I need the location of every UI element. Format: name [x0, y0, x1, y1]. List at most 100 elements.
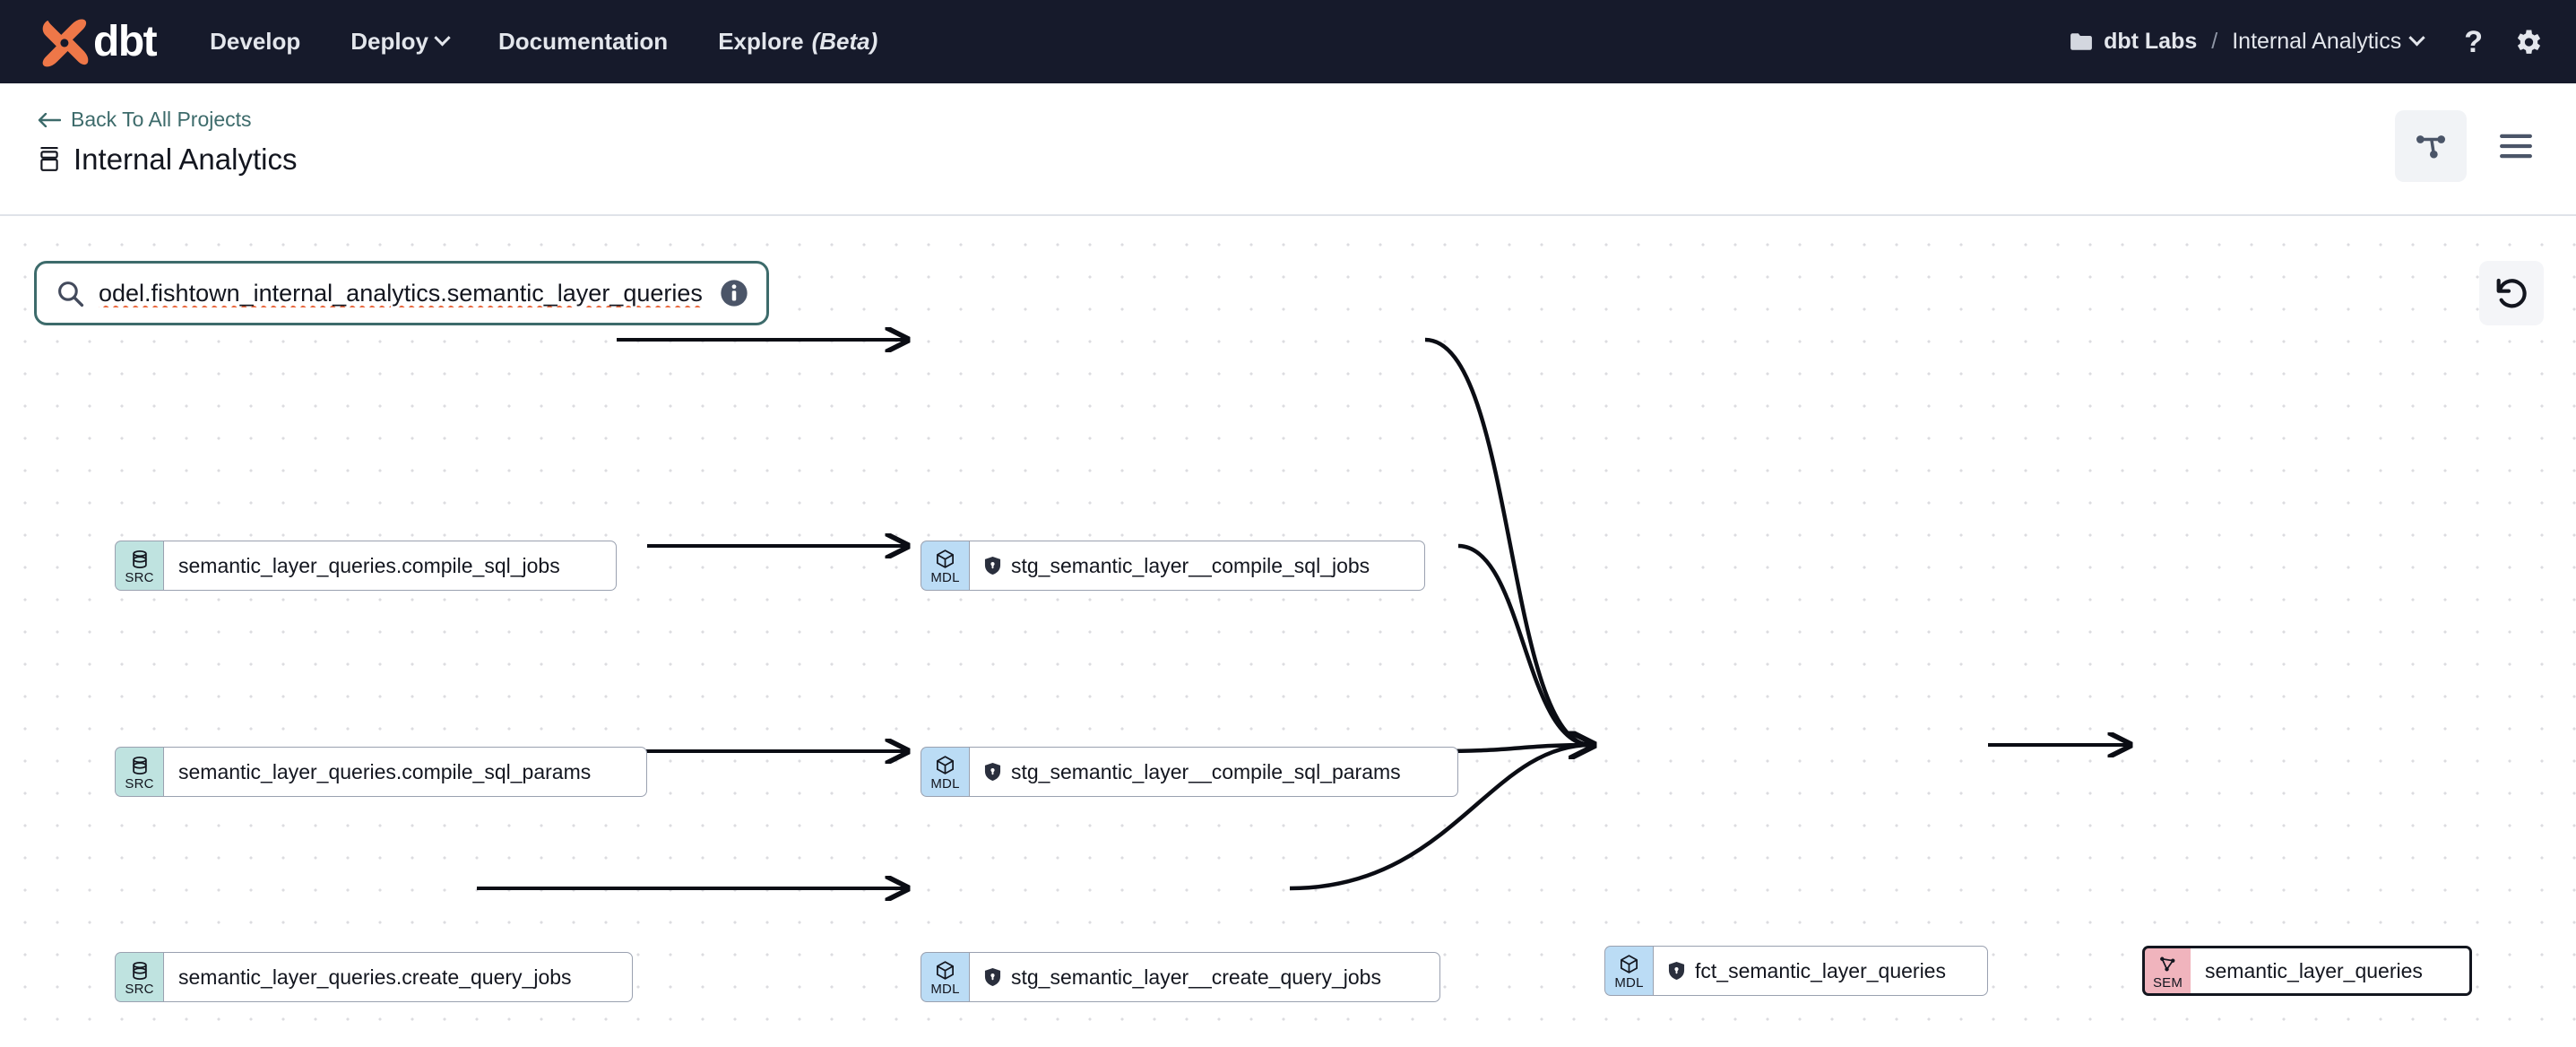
- edge-mdl2-fct: [1457, 543, 1592, 748]
- search-icon: [58, 281, 84, 307]
- node-type-label: SRC: [125, 981, 154, 997]
- node-type-label: MDL: [930, 776, 960, 792]
- node-type-badge-mdl: MDL: [921, 541, 969, 591]
- lineage-canvas[interactable]: odel.fishtown_internal_analytics.semanti…: [0, 218, 2576, 1047]
- lineage-view-button[interactable]: [2395, 110, 2467, 182]
- node-label: semantic_layer_queries.compile_sql_jobs: [178, 553, 560, 577]
- lineage-node-fct[interactable]: MDL fct_semantic_layer_queries: [1604, 946, 1988, 996]
- node-type-label: SRC: [125, 569, 154, 585]
- list-view-button[interactable]: [2488, 110, 2544, 182]
- cube-icon: [937, 549, 954, 568]
- lineage-node-src3[interactable]: SRC semantic_layer_queries.create_query_…: [115, 952, 633, 1002]
- hamburger-list-icon: [2500, 134, 2532, 159]
- node-type-label: SRC: [125, 775, 154, 792]
- node-label: stg_semantic_layer__create_query_jobs: [1011, 965, 1381, 989]
- node-body: stg_semantic_layer__create_query_jobs: [969, 952, 1440, 1002]
- nav-item-develop[interactable]: Develop: [210, 28, 300, 56]
- breadcrumb-organization[interactable]: dbt Labs: [2070, 29, 2197, 55]
- lineage-node-src2[interactable]: SRC semantic_layer_queries.compile_sql_p…: [115, 747, 647, 797]
- page-title-row: Internal Analytics: [38, 143, 297, 177]
- back-to-all-projects-label: Back To All Projects: [71, 108, 252, 131]
- cube-icon: [1621, 955, 1638, 973]
- node-type-badge-mdl: MDL: [1604, 946, 1653, 996]
- node-label: stg_semantic_layer__compile_sql_jobs: [1011, 553, 1370, 577]
- nav-item-explore[interactable]: Explore (Beta): [718, 28, 877, 56]
- project-subheader: Back To All Projects Internal Analytics: [0, 83, 2576, 216]
- cube-icon: [937, 961, 954, 980]
- chevron-down-icon: [2408, 30, 2425, 47]
- dbt-wordmark: dbt: [93, 17, 158, 65]
- lineage-node-mdl2[interactable]: MDL stg_semantic_layer__compile_sql_para…: [921, 747, 1458, 797]
- node-body: semantic_layer_queries: [2191, 946, 2472, 996]
- node-body: stg_semantic_layer__compile_sql_params: [969, 747, 1458, 797]
- breadcrumb-separator: /: [2211, 29, 2218, 54]
- top-navigation-bar: dbt Develop Deploy Documentation Explore…: [0, 0, 2576, 83]
- lineage-graph: SRC semantic_layer_queries.compile_sql_j…: [0, 218, 2576, 1047]
- lineage-search-box[interactable]: odel.fishtown_internal_analytics.semanti…: [34, 261, 769, 325]
- lineage-node-mdl1[interactable]: MDL stg_semantic_layer__compile_sql_jobs: [921, 541, 1425, 591]
- node-body: semantic_layer_queries.compile_sql_param…: [163, 747, 647, 797]
- page-title: Internal Analytics: [73, 143, 298, 176]
- project-archive-icon: [40, 147, 58, 171]
- nav-item-documentation-label: Documentation: [497, 28, 669, 55]
- nav-item-explore-label: Explore: [718, 28, 804, 55]
- info-circle-icon[interactable]: [720, 279, 748, 307]
- database-cylinder-icon: [132, 756, 147, 774]
- search-input[interactable]: odel.fishtown_internal_analytics.semanti…: [99, 279, 703, 307]
- database-cylinder-icon: [132, 961, 147, 980]
- nav-item-develop-label: Develop: [210, 28, 301, 55]
- lineage-graph-icon: [2416, 135, 2445, 159]
- dbt-logo[interactable]: dbt: [38, 0, 158, 83]
- lineage-node-src1[interactable]: SRC semantic_layer_queries.compile_sql_j…: [115, 541, 617, 591]
- database-cylinder-icon: [132, 549, 147, 568]
- folder-icon: [2070, 33, 2093, 50]
- shield-lock-icon: [984, 557, 1001, 575]
- node-body: semantic_layer_queries.compile_sql_jobs: [163, 541, 617, 591]
- shield-lock-icon: [1668, 962, 1685, 980]
- node-type-badge-mdl: MDL: [921, 747, 969, 797]
- edge-mdl1-fct: [1424, 337, 1592, 748]
- shield-lock-icon: [984, 968, 1001, 986]
- edge-mdl3-fct: [1439, 745, 1591, 751]
- chevron-down-icon: [434, 30, 451, 47]
- node-type-badge-src: SRC: [115, 541, 163, 591]
- reset-view-button[interactable]: [2479, 261, 2544, 325]
- nav-item-deploy-label: Deploy: [350, 28, 428, 55]
- gear-icon[interactable]: [2511, 26, 2544, 58]
- node-label: stg_semantic_layer__compile_sql_params: [1011, 759, 1401, 783]
- nav-item-deploy[interactable]: Deploy: [350, 28, 451, 56]
- node-label: semantic_layer_queries.compile_sql_param…: [178, 759, 592, 783]
- node-label: semantic_layer_queries: [2205, 958, 2423, 982]
- nav-item-explore-beta-tag: (Beta): [811, 28, 878, 55]
- node-type-label: MDL: [930, 570, 960, 585]
- nav-right-cluster: dbt Labs / Internal Analytics ?: [2070, 0, 2544, 83]
- node-type-badge-src: SRC: [115, 952, 163, 1002]
- node-body: fct_semantic_layer_queries: [1653, 946, 1988, 996]
- reset-arrow-icon: [2496, 278, 2527, 308]
- node-type-label: MDL: [1614, 975, 1644, 991]
- node-type-badge-src: SRC: [115, 747, 163, 797]
- node-type-badge-sem: SEM: [2142, 946, 2191, 996]
- nav-item-documentation[interactable]: Documentation: [498, 28, 668, 56]
- node-label: fct_semantic_layer_queries: [1695, 958, 1946, 982]
- breadcrumb-project-label: Internal Analytics: [2232, 29, 2402, 54]
- node-type-label: SEM: [2152, 975, 2183, 991]
- node-label: semantic_layer_queries.create_query_jobs: [178, 965, 572, 989]
- arrow-left-icon: [38, 112, 61, 127]
- view-mode-toggles: [2395, 110, 2544, 182]
- node-type-label: MDL: [930, 982, 960, 997]
- dbt-logo-icon: [42, 18, 89, 66]
- help-icon[interactable]: ?: [2464, 24, 2483, 59]
- node-body: stg_semantic_layer__compile_sql_jobs: [969, 541, 1425, 591]
- semantic-graph-icon: [2160, 956, 2175, 972]
- breadcrumb-project-selector[interactable]: Internal Analytics: [2232, 29, 2425, 55]
- cube-icon: [937, 756, 954, 774]
- primary-nav: Develop Deploy Documentation Explore (Be…: [210, 28, 877, 56]
- back-to-all-projects-link[interactable]: Back To All Projects: [38, 108, 252, 132]
- node-body: semantic_layer_queries.create_query_jobs: [163, 952, 633, 1002]
- lineage-node-mdl3[interactable]: MDL stg_semantic_layer__create_query_job…: [921, 952, 1440, 1002]
- node-type-badge-mdl: MDL: [921, 952, 969, 1002]
- lineage-node-sem[interactable]: SEM semantic_layer_queries: [2142, 946, 2472, 996]
- breadcrumb-organization-label: dbt Labs: [2104, 29, 2198, 54]
- lineage-edges: [477, 218, 2576, 1047]
